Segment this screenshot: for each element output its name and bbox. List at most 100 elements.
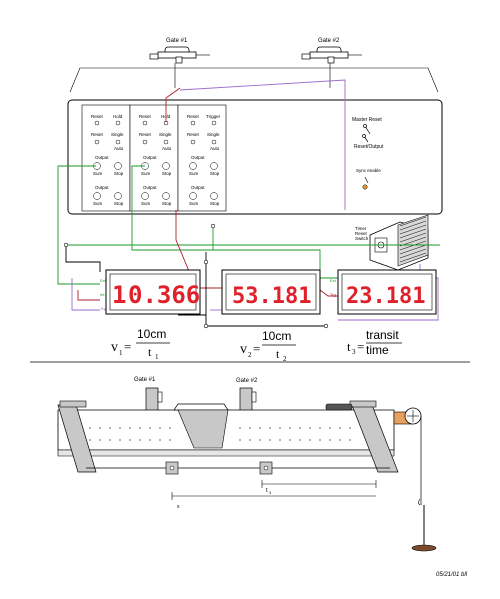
- m1-auto-label: Auto: [114, 146, 124, 151]
- top-gate-2: [301, 46, 362, 64]
- m3-sum2-label: Sum: [189, 201, 199, 206]
- d3-side-label-ext: Ext: [330, 278, 337, 283]
- dimension-lines: [171, 480, 377, 500]
- switch-label-reset: Reset: [355, 231, 368, 236]
- m3-sum-label: Sum: [189, 171, 199, 176]
- display-2-value: 53.181: [232, 284, 311, 309]
- formula-t3-eq: =: [357, 339, 364, 354]
- m2-output2-label: Output: [143, 185, 157, 190]
- timer-reset-switch-box: [369, 214, 429, 271]
- module-3-knobs: [189, 120, 218, 200]
- timer-module-1: [81, 104, 131, 212]
- formula-v2-num: 10cm: [262, 329, 291, 343]
- m3-stop2-label: Stop: [210, 201, 220, 206]
- m1-stop2-label: Stop: [114, 201, 124, 206]
- sync-enable-led-icon: [362, 184, 368, 190]
- switch-label-timer: Timer: [355, 226, 367, 231]
- m2-reset-label: Reset: [139, 114, 152, 119]
- m1-output-label: Output: [95, 155, 109, 160]
- formula-v1-eq: =: [124, 339, 131, 354]
- switch-label-switch: Switch: [355, 236, 369, 241]
- dimension-inner-sub: 3: [269, 490, 272, 495]
- m1-hold-label: Hold: [113, 114, 123, 119]
- m1-reset2-label: Reset: [91, 132, 104, 137]
- formula-v2-lhs-sub: 2: [248, 351, 252, 359]
- timer-module-3: [177, 104, 227, 212]
- m3-reset-label: Reset: [187, 114, 200, 119]
- base-rail: [86, 461, 390, 475]
- formula-v1-den: t: [148, 345, 152, 359]
- m3-reset2-label: Reset: [187, 132, 200, 137]
- formula-t3-lhs-sub: 3: [352, 348, 356, 356]
- master-reset-label: Master Reset: [352, 117, 382, 123]
- formula-t3-lhs: t: [347, 339, 351, 354]
- formula-t3: t 3 = transit time: [347, 328, 402, 357]
- m2-output-label: Output: [143, 155, 157, 160]
- m1-sum2-label: Sum: [93, 201, 103, 206]
- air-track: [57, 409, 395, 457]
- display-2: 53.181: [221, 269, 321, 315]
- d1-side-label-trg: Trg: [100, 306, 106, 311]
- formula-v2-den-sub: 2: [283, 355, 287, 363]
- display-3-value: 23.181: [346, 284, 425, 309]
- master-reset-key-icon: [363, 124, 371, 135]
- wire-junctions: [63, 223, 329, 329]
- m2-sum2-label: Sum: [141, 201, 151, 206]
- m3-output-label: Output: [191, 155, 205, 160]
- formula-v1-num: 10cm: [137, 327, 166, 341]
- timer-module-2: [129, 104, 179, 212]
- m2-stop-label: Stop: [162, 171, 172, 176]
- m2-single-label: Single: [159, 132, 172, 137]
- m2-stop2-label: Stop: [162, 201, 172, 206]
- glider: [173, 403, 229, 449]
- m2-sum-label: Sum: [141, 171, 151, 176]
- formula-v2-lhs: v: [240, 342, 247, 357]
- d1-side-label-int: Int: [100, 292, 105, 297]
- d3-side-label-trg: Trg: [330, 292, 336, 297]
- pulley: [393, 407, 422, 425]
- display-3: 23.181: [337, 269, 437, 315]
- dimension-inner-label: t: [266, 488, 268, 494]
- d1-side-label-ext: Ext: [100, 278, 107, 283]
- bottom-gate-2-label: Gate #2: [236, 378, 258, 384]
- m2-reset2-label: Reset: [139, 132, 152, 137]
- m3-single-label: Single: [207, 132, 220, 137]
- m3-auto-label: Auto: [210, 146, 220, 151]
- dimension-outer-label: x: [177, 504, 180, 510]
- bumper-block: [325, 403, 353, 411]
- m1-reset-label: Reset: [91, 114, 104, 119]
- top-gate-1: [149, 46, 210, 64]
- sync-enable-label: Sync enable: [356, 168, 381, 173]
- top-gate-2-label: Gate #2: [318, 38, 340, 44]
- bottom-gate-1-label: Gate #1: [134, 377, 156, 383]
- formula-v2-eq: =: [253, 341, 260, 356]
- formula-v1-lhs: v: [111, 340, 118, 355]
- formula-v2: v 2 = 10cm t 2: [240, 329, 296, 363]
- reset-output-key-icon: [362, 134, 369, 143]
- m1-single-label: Single: [111, 132, 124, 137]
- m3-trigger-label: Trigger: [206, 114, 221, 119]
- m1-stop-label: Stop: [114, 171, 124, 176]
- formula-t3-num: transit: [366, 328, 399, 342]
- left-end-support: [57, 400, 97, 473]
- display-1-value: 0.366: [128, 281, 200, 309]
- m1-output2-label: Output: [95, 185, 109, 190]
- formula-v1-den-sub: 1: [155, 353, 159, 361]
- formula-v1: v 1 = 10cm t 1: [111, 327, 170, 361]
- m2-auto-label: Auto: [162, 146, 172, 151]
- m3-output2-label: Output: [191, 185, 205, 190]
- display-1-lead: 1: [112, 281, 126, 309]
- formula-v1-lhs-sub: 1: [119, 349, 123, 357]
- reset-output-label: Reset/Output: [354, 144, 384, 150]
- module-1-knobs: [93, 120, 122, 200]
- formula-t3-den: time: [366, 343, 389, 357]
- top-gate-1-label: Gate #1: [166, 38, 188, 44]
- date-signature: 05/21/01 bll: [436, 572, 468, 578]
- top-perspective-lines: [69, 63, 439, 93]
- display-1: 1 0.366: [105, 269, 201, 315]
- m1-sum-label: Sum: [93, 171, 103, 176]
- formula-v2-den: t: [276, 347, 280, 361]
- m3-stop-label: Stop: [210, 171, 220, 176]
- hanging-mass: [411, 498, 437, 552]
